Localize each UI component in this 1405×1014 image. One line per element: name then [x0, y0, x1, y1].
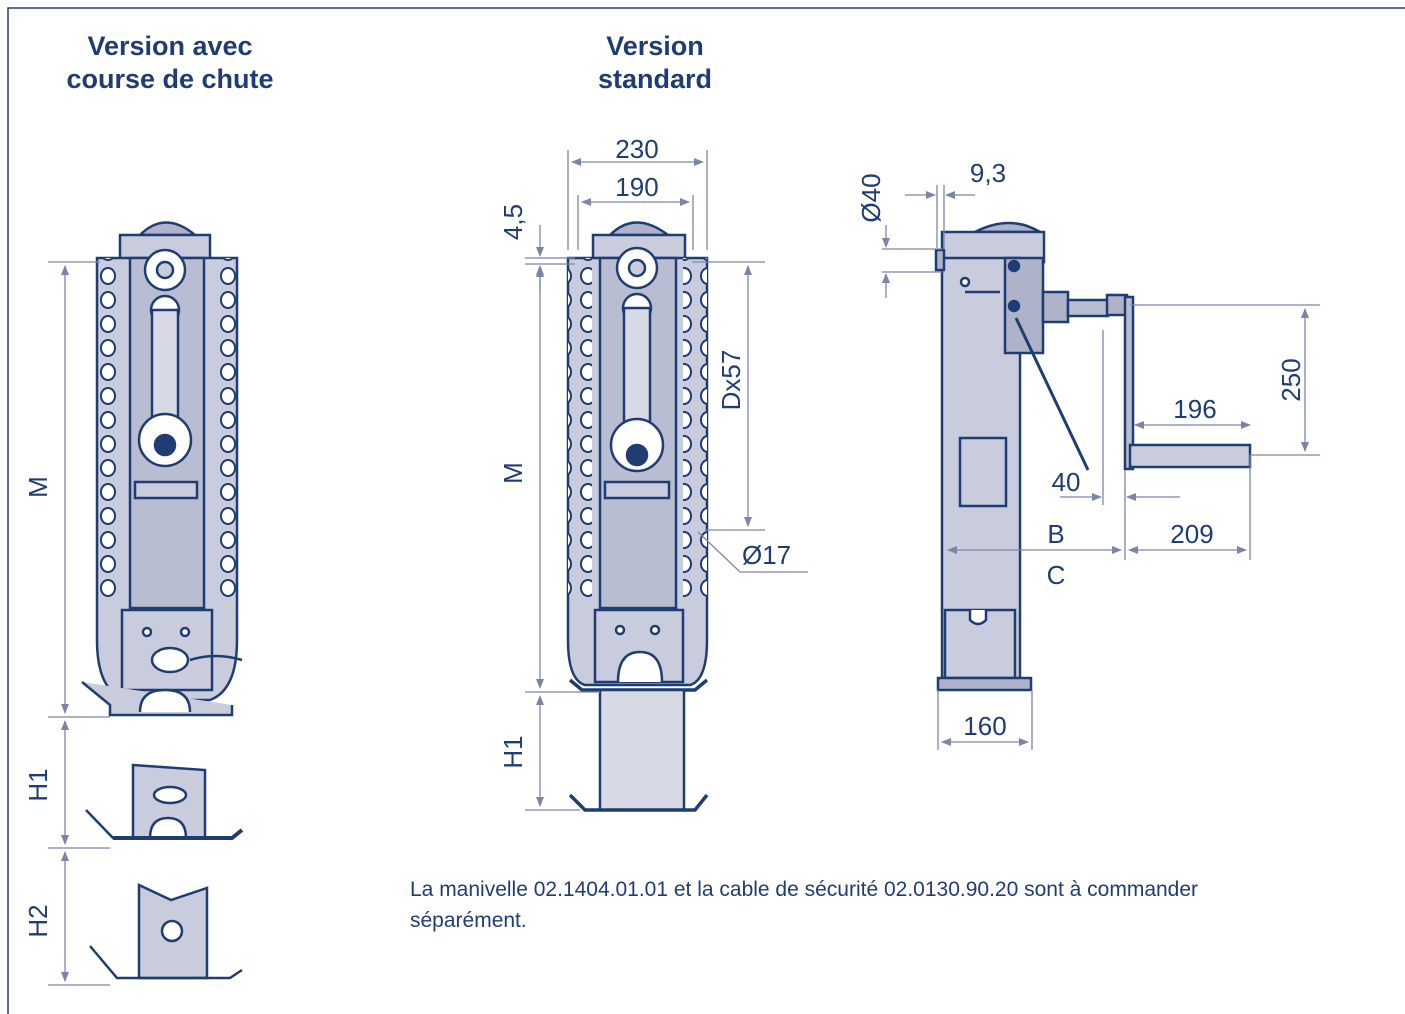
dim-b: B	[1047, 519, 1064, 549]
dim-9-3: 9,3	[970, 158, 1006, 188]
dim-m-left: M	[23, 476, 53, 498]
title-middle-line-2: standard	[597, 64, 713, 94]
dim-4-5: 4,5	[498, 204, 528, 240]
standard-jack-drawing	[566, 221, 709, 812]
title-version-course-chute: Version avec course de chute	[20, 30, 320, 96]
title-version-standard: Version standard	[505, 30, 805, 96]
dim-160: 160	[963, 711, 1006, 741]
title-middle-line-1: Version	[606, 31, 704, 61]
title-left-line-2: course de chute	[66, 64, 274, 94]
left-dimension-lines	[48, 261, 110, 986]
dim-250: 250	[1276, 358, 1306, 401]
left-jack-drawing	[81, 221, 243, 717]
left-h2-foot	[89, 883, 243, 980]
dim-230: 230	[615, 134, 658, 164]
dim-c: C	[1047, 560, 1066, 590]
dim-209: 209	[1170, 519, 1213, 549]
dim-40: 40	[1052, 467, 1081, 497]
dim-m-standard: M	[498, 462, 528, 484]
side-view-drawing	[934, 221, 1252, 692]
page-border	[7, 7, 1405, 1014]
dim-h1-standard: H1	[498, 735, 528, 768]
standard-dimension-lines	[525, 150, 808, 811]
dim-dx57: Dx57	[716, 350, 746, 411]
dim-196: 196	[1173, 394, 1216, 424]
dim-d17: Ø17	[742, 540, 791, 570]
dim-190: 190	[615, 172, 658, 202]
title-left-line-1: Version avec	[87, 31, 253, 61]
ordering-note: La manivelle 02.1404.01.01 et la cable d…	[410, 878, 1199, 932]
left-h1-foot	[85, 763, 244, 840]
dim-h1-left: H1	[23, 768, 53, 801]
dim-d40: Ø40	[856, 173, 886, 222]
dim-h2-left: H2	[23, 904, 53, 937]
side-dimension-lines	[882, 185, 1320, 750]
